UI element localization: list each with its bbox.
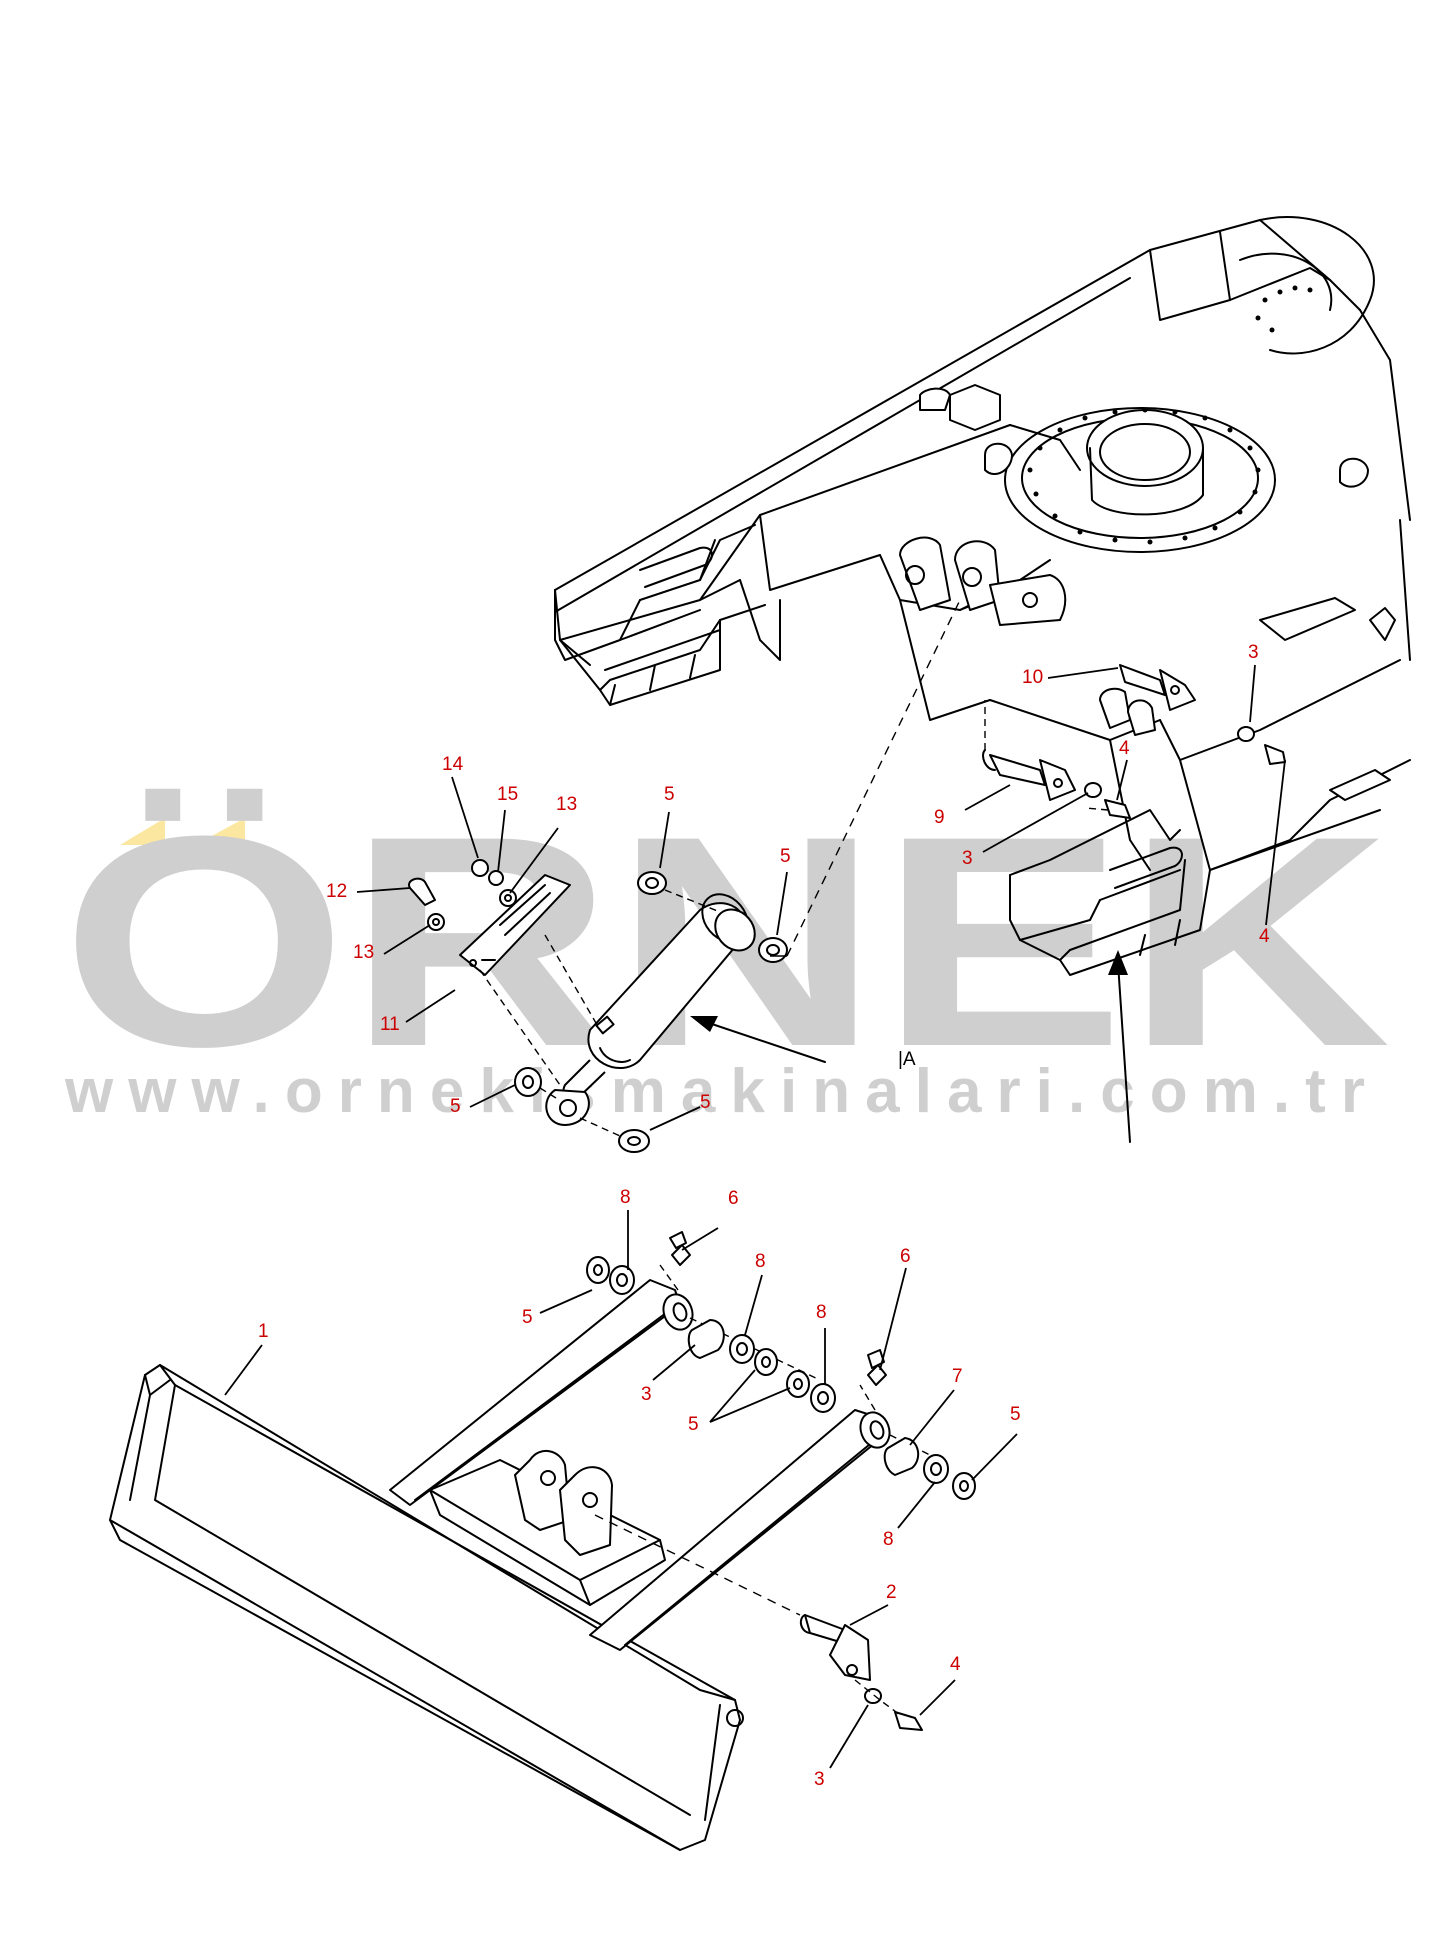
callout-5-cyl-top-left: 5: [664, 784, 675, 805]
bolt-4a: [1264, 744, 1286, 765]
grease-fitting-6a: [671, 1244, 691, 1266]
seal-8d: [923, 1454, 949, 1484]
callout-10: 10: [1022, 667, 1043, 688]
callout-5-blade-left: 5: [522, 1307, 533, 1328]
bolt-4b: [1104, 799, 1131, 819]
callout-2: 2: [886, 1582, 897, 1603]
callout-3-frame-left: 3: [962, 848, 973, 869]
callout-13-left: 13: [353, 942, 374, 963]
callout-5-cyl-bottom-right: 5: [700, 1092, 711, 1113]
callout-3-frame-right: 3: [1248, 642, 1259, 663]
rear-bolt-pattern: [1255, 285, 1313, 333]
seal-8b: [729, 1334, 755, 1364]
washer-5g: [952, 1472, 976, 1500]
washer-5h: [786, 1370, 810, 1398]
pin-9: [989, 754, 1046, 786]
callout-14: 14: [442, 754, 464, 775]
nut-14: [471, 859, 489, 877]
callout-4-frame-right: 4: [1259, 926, 1270, 947]
callout-8-left: 8: [620, 1187, 631, 1208]
undercarriage-frame: [554, 216, 1411, 976]
callout-15: 15: [497, 784, 518, 805]
seal-8c: [810, 1383, 836, 1413]
callout-5-blade-right: 5: [1010, 1404, 1021, 1425]
slewing-ring-hub: [1086, 409, 1204, 487]
nut-13b: [427, 913, 445, 931]
grease-fitting-6b: [867, 1364, 887, 1386]
callout-8-center: 8: [755, 1251, 766, 1272]
washer-5e: [586, 1256, 610, 1284]
washer-3d: [864, 1688, 882, 1704]
pin-10: [1119, 664, 1166, 696]
watermark-accent-right: [195, 818, 245, 845]
callout-12: 12: [326, 881, 347, 902]
blade-lug-right: [559, 1466, 613, 1556]
view-label: |A: [898, 1049, 916, 1070]
callout-5-cyl-bottom-left: 5: [450, 1096, 461, 1117]
washer-5a: [637, 871, 667, 895]
slewing-ring-bolts: [1027, 407, 1261, 545]
bolt-4c: [894, 1711, 923, 1731]
seal-8a: [609, 1265, 635, 1295]
bushing-3c: [687, 1319, 725, 1359]
callout-5-blade-center: 5: [688, 1414, 699, 1435]
callout-4-blade: 4: [950, 1654, 961, 1675]
watermark-url: www.ornekismakinalari.com.tr: [64, 1057, 1365, 1126]
callout-9: 9: [934, 807, 945, 828]
callout-13-top: 13: [556, 794, 577, 815]
callout-labels: 14 15 13 12 13 11 5 5 5 5 10 3 4 9 3 4 8…: [258, 642, 1270, 1790]
washer-5d: [618, 1129, 650, 1153]
washer-15: [488, 870, 504, 886]
bolt-12: [408, 877, 436, 906]
callout-1: 1: [258, 1321, 269, 1342]
callout-3-bushing: 3: [641, 1384, 652, 1405]
callout-4-frame-mid: 4: [1119, 738, 1130, 759]
nut-13a: [499, 889, 517, 907]
view-arrows: |A: [690, 950, 1131, 1143]
frame-pins: [982, 664, 1286, 819]
blade-cylinder-assembly: [408, 599, 961, 1153]
bushing-7: [883, 1437, 920, 1476]
blade-lug-left: [514, 1450, 571, 1531]
callout-8-center-right: 8: [816, 1302, 827, 1323]
washer-5f: [754, 1348, 778, 1376]
washer-5b: [758, 937, 788, 963]
blade-face: [109, 1364, 741, 1851]
callout-7: 7: [952, 1366, 963, 1387]
callout-3-blade: 3: [814, 1769, 825, 1790]
leader-lines: [224, 664, 1286, 1769]
slewing-ring-outer: [1004, 407, 1276, 553]
callout-11: 11: [380, 1014, 400, 1035]
washer-3a: [1237, 726, 1255, 742]
washer-5c: [514, 1067, 542, 1097]
callout-6-left: 6: [728, 1188, 739, 1209]
callout-8-right: 8: [883, 1529, 894, 1550]
watermark-accent-left: [120, 818, 165, 845]
washer-3b: [1084, 782, 1102, 798]
callout-5-cyl-top-right: 5: [780, 846, 791, 867]
dozer-blade: [109, 1231, 976, 1851]
cylinder-barrel: [587, 902, 747, 1070]
callout-6-right: 6: [900, 1246, 911, 1267]
